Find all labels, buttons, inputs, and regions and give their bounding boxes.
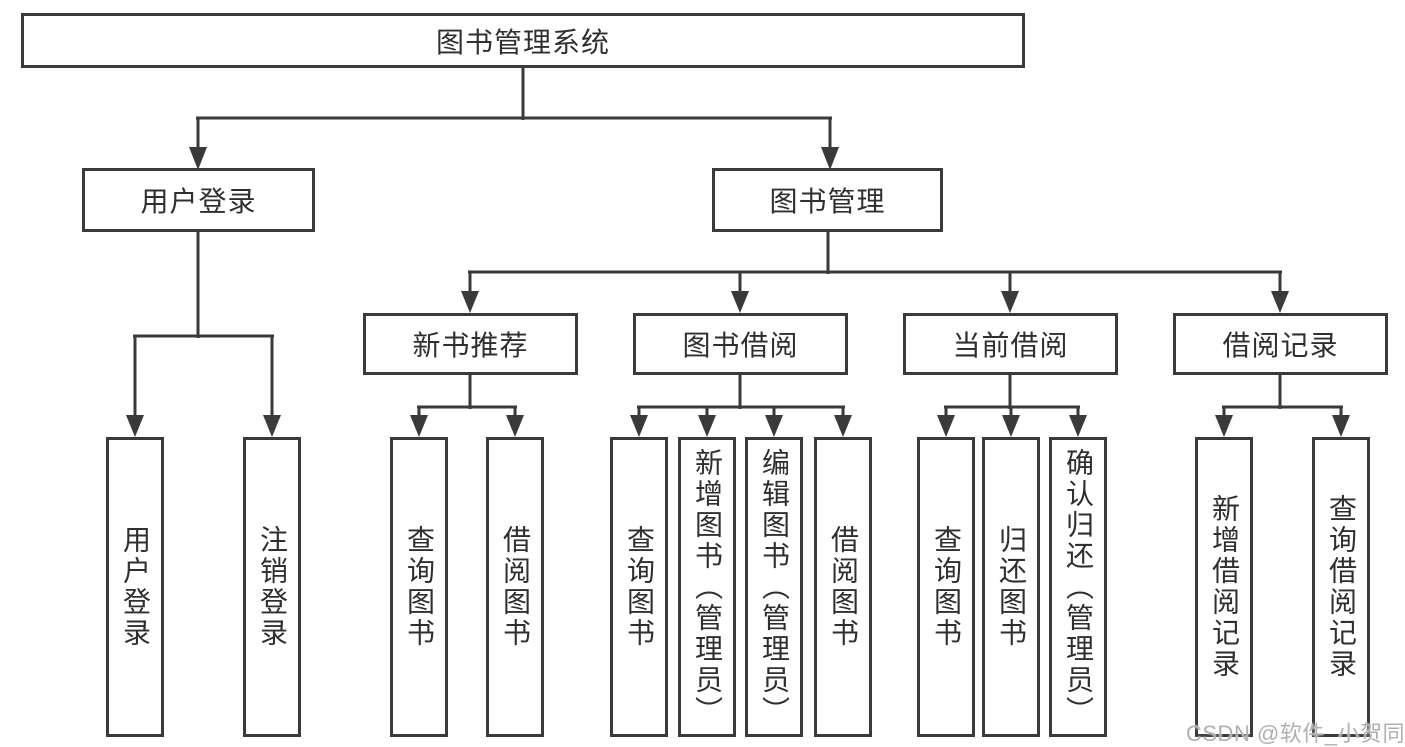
leaf-edit-book-admin: 编辑图书（管理员） (745, 437, 803, 737)
node-new-book-recommend-label: 新书推荐 (412, 330, 529, 361)
leaf-return-book: 归还图书 (982, 437, 1040, 737)
node-book-management-label: 图书管理 (769, 186, 886, 217)
connector-book-management-children (461, 232, 1289, 313)
node-user-login: 用户登录 (82, 168, 315, 232)
node-borrow-records: 借阅记录 (1173, 313, 1388, 375)
leaf-query-books-current: 查询图书 (917, 437, 975, 737)
leaf-query-borrow-record-label: 查询借阅记录 (1326, 494, 1357, 680)
leaf-add-book-admin: 新增图书（管理员） (678, 437, 736, 737)
node-current-borrow-label: 当前借阅 (952, 330, 1069, 361)
leaf-confirm-return-admin-label: 确认归还（管理员） (1063, 447, 1094, 727)
connector-current-borrow-children (937, 375, 1087, 437)
leaf-query-books-borrow-label: 查询图书 (624, 525, 655, 649)
leaf-borrow-books-label: 借阅图书 (828, 525, 859, 649)
watermark: CSDN @软件_小贺同学 (1186, 721, 1405, 746)
leaf-query-books-recommend: 查询图书 (390, 437, 448, 737)
leaf-logout: 注销登录 (243, 437, 301, 737)
leaf-add-borrow-record: 新增借阅记录 (1195, 437, 1253, 737)
leaf-add-borrow-record-label: 新增借阅记录 (1209, 494, 1240, 680)
leaf-borrow-books: 借阅图书 (814, 437, 872, 737)
connector-new-book-children (410, 375, 524, 437)
node-root: 图书管理系统 (21, 13, 1025, 68)
leaf-logout-label: 注销登录 (257, 525, 288, 649)
node-book-borrow-label: 图书借阅 (682, 330, 799, 361)
node-root-label: 图书管理系统 (435, 26, 610, 58)
leaf-query-books-borrow: 查询图书 (610, 437, 668, 737)
leaf-query-books-recommend-label: 查询图书 (404, 525, 435, 649)
leaf-add-book-admin-label: 新增图书（管理员） (692, 447, 723, 727)
leaf-query-books-current-label: 查询图书 (931, 525, 962, 649)
connector-user-login-children (126, 232, 281, 437)
leaf-borrow-books-recommend-label: 借阅图书 (500, 525, 531, 649)
node-book-management: 图书管理 (712, 168, 943, 232)
leaf-user-login-label: 用户登录 (120, 525, 151, 649)
connector-book-borrow-children (630, 375, 852, 437)
connector-root-to-level2 (189, 68, 839, 170)
connector-borrow-records-children (1215, 375, 1350, 437)
node-borrow-records-label: 借阅记录 (1222, 330, 1339, 361)
leaf-confirm-return-admin: 确认归还（管理员） (1049, 437, 1107, 737)
node-current-borrow: 当前借阅 (903, 313, 1118, 375)
leaf-user-login: 用户登录 (106, 437, 164, 737)
node-new-book-recommend: 新书推荐 (363, 313, 578, 375)
leaf-borrow-books-recommend: 借阅图书 (486, 437, 544, 737)
node-user-login-label: 用户登录 (140, 186, 257, 217)
leaf-edit-book-admin-label: 编辑图书（管理员） (759, 447, 790, 727)
node-book-borrow: 图书借阅 (633, 313, 848, 375)
leaf-query-borrow-record: 查询借阅记录 (1312, 437, 1370, 737)
leaf-return-book-label: 归还图书 (996, 525, 1027, 649)
